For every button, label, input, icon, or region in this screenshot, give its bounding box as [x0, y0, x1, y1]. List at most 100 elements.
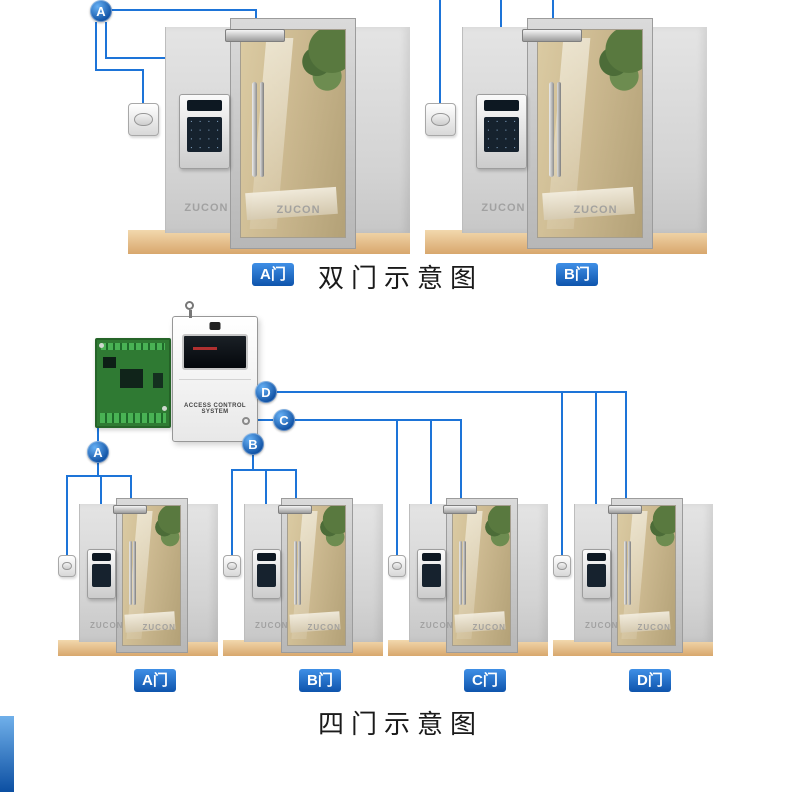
access-keypad — [86, 548, 116, 600]
keypad-display — [91, 552, 111, 561]
zucon-watermark: ZUCON — [90, 621, 124, 631]
chip — [120, 369, 144, 389]
keypad-buttons — [256, 564, 276, 588]
keypad-buttons — [421, 564, 441, 588]
door-label-c: C门 — [464, 669, 506, 692]
access-keypad — [251, 548, 281, 600]
screw — [99, 342, 105, 348]
wire-segment — [552, 0, 554, 30]
wire-segment — [595, 391, 597, 550]
exit-button-device — [388, 554, 406, 577]
four-door-scene-c: ZUCON ZUCON — [388, 498, 548, 656]
door-closer — [225, 28, 285, 42]
wire-segment — [66, 475, 68, 556]
wire-segment — [430, 419, 432, 550]
door-glass: ZUCON — [122, 504, 181, 647]
terminal-strip — [99, 413, 167, 424]
keypad-buttons — [186, 116, 222, 152]
glass-door: ZUCON — [280, 498, 353, 653]
wire-segment — [97, 428, 99, 443]
plant — [298, 29, 345, 101]
zucon-watermark: ZUCON — [573, 204, 618, 217]
door-glass: ZUCON — [452, 504, 511, 647]
keypad-buttons — [91, 564, 111, 588]
access-keypad — [581, 548, 611, 600]
door-closer — [113, 505, 147, 514]
zucon-watermark: ZUCON — [184, 202, 229, 215]
corner-ribbon — [0, 716, 14, 792]
zucon-watermark: ZUCON — [255, 621, 289, 631]
door-handle — [293, 540, 301, 605]
exit-button-oval — [391, 561, 402, 571]
wire-segment — [295, 469, 297, 506]
wire-segment — [97, 462, 99, 477]
wire-segment — [561, 391, 563, 556]
wire-segment — [625, 391, 627, 506]
access-controller-board — [95, 338, 171, 428]
access-keypad — [475, 93, 527, 170]
keypad-display — [186, 99, 222, 112]
door-handle — [251, 81, 265, 178]
zucon-watermark: ZUCON — [637, 622, 671, 632]
two-door-scene-b: ZUCON ZUCON — [425, 18, 707, 254]
door-handle — [623, 540, 631, 605]
four-door-scene-d: ZUCON ZUCON — [553, 498, 713, 656]
door-handle — [458, 540, 466, 605]
glass-door: ZUCON — [445, 498, 518, 653]
badge-letter: D — [261, 384, 271, 400]
exit-button-oval — [61, 561, 72, 571]
two-door-title: 双门示意图 — [318, 263, 484, 293]
badge-b: B — [242, 433, 264, 455]
exit-button-device — [553, 554, 571, 577]
access-keypad — [178, 93, 230, 170]
two-door-scene-a: ZUCON ZUCON — [128, 18, 410, 254]
glass-door: ZUCON — [526, 18, 654, 250]
badge-c: C — [273, 409, 295, 431]
exit-button-oval — [431, 112, 450, 127]
door-glass: ZUCON — [240, 28, 346, 239]
terminal-strip — [100, 342, 166, 351]
door-label-d: D门 — [629, 669, 671, 692]
wire-segment — [231, 469, 297, 471]
door-closer — [522, 28, 582, 42]
wire-segment — [95, 69, 144, 71]
keypad-display — [421, 552, 441, 561]
exit-button-oval — [556, 561, 567, 571]
chip — [153, 372, 164, 389]
keypad-display — [586, 552, 606, 561]
exit-button-oval — [226, 561, 237, 571]
exit-button-device — [128, 102, 160, 136]
wire-segment — [231, 469, 233, 556]
wire-segment — [252, 453, 254, 471]
door-handle — [128, 540, 136, 605]
power-supply-box: Access Control System — [172, 301, 258, 442]
four-door-scene-a: ZUCON ZUCON — [58, 498, 218, 656]
wire-segment — [258, 391, 627, 393]
screw — [161, 405, 167, 411]
zucon-watermark: ZUCON — [481, 202, 526, 215]
badge-a-top: A — [90, 0, 112, 22]
badge-letter: A — [93, 444, 103, 460]
door-closer — [608, 505, 642, 514]
exit-button-device — [58, 554, 76, 577]
zucon-watermark: ZUCON — [307, 622, 341, 632]
keypad-buttons — [483, 116, 519, 152]
keypad-display — [256, 552, 276, 561]
lock-icon — [242, 417, 250, 425]
wire-segment — [95, 22, 97, 70]
door-glass: ZUCON — [537, 28, 643, 239]
door-label-b: B门 — [299, 669, 341, 692]
wire-segment — [396, 419, 398, 556]
glass-door: ZUCON — [229, 18, 357, 250]
door-closer — [443, 505, 477, 514]
chip — [103, 357, 116, 368]
wire-segment — [439, 0, 441, 104]
key-icon — [185, 301, 194, 318]
plant — [595, 29, 642, 101]
plant — [319, 505, 345, 554]
plant — [154, 505, 180, 554]
badge-letter: B — [248, 436, 258, 452]
wire-segment — [105, 22, 107, 58]
door-label-a-top: A门 — [252, 263, 294, 286]
